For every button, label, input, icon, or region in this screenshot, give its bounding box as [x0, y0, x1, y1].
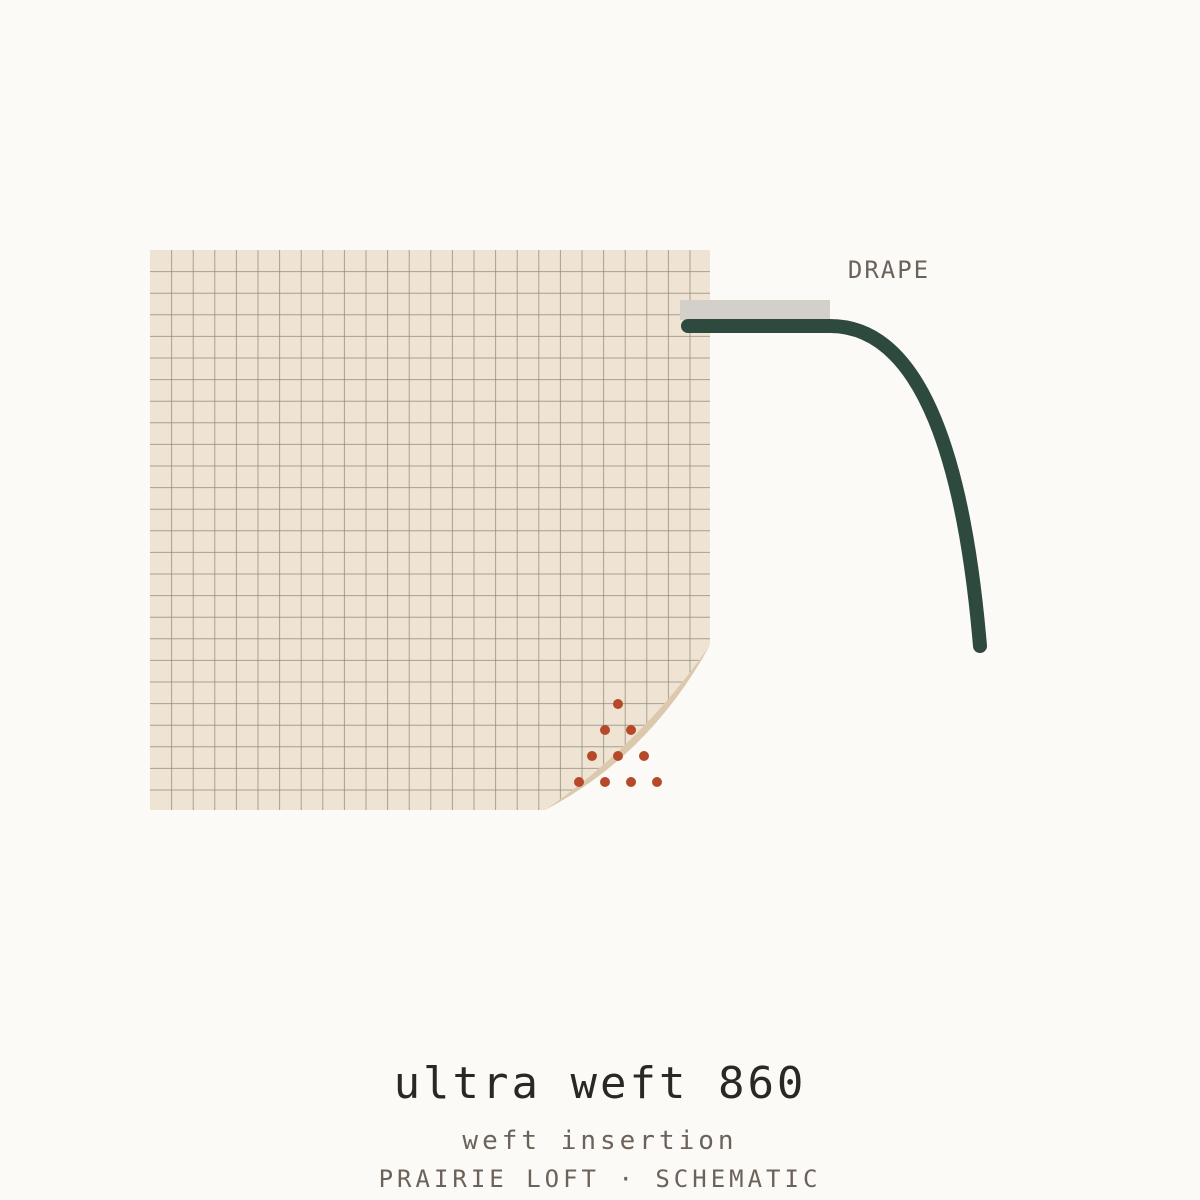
dot: [652, 777, 662, 787]
diagram-title: ultra weft 860: [393, 1058, 807, 1109]
dot: [626, 777, 636, 787]
drape-curve-icon: [681, 319, 987, 653]
drape-label: DRAPE: [848, 256, 930, 284]
dot: [587, 751, 597, 761]
diagram-caption: PRAIRIE LOFT · SCHEMATIC: [378, 1165, 822, 1193]
dot: [574, 777, 584, 787]
fabric-body: [150, 250, 710, 810]
dot: [600, 777, 610, 787]
dot: [613, 699, 623, 709]
dot: [613, 751, 623, 761]
dot: [626, 725, 636, 735]
fabric-swatch: [150, 250, 710, 810]
dot: [639, 751, 649, 761]
dot: [600, 725, 610, 735]
fabric-grid: [150, 250, 710, 810]
clamp-bar-icon: [680, 300, 830, 320]
dot-cluster-icon: [574, 699, 662, 787]
diagram-subtitle: weft insertion: [462, 1126, 738, 1156]
